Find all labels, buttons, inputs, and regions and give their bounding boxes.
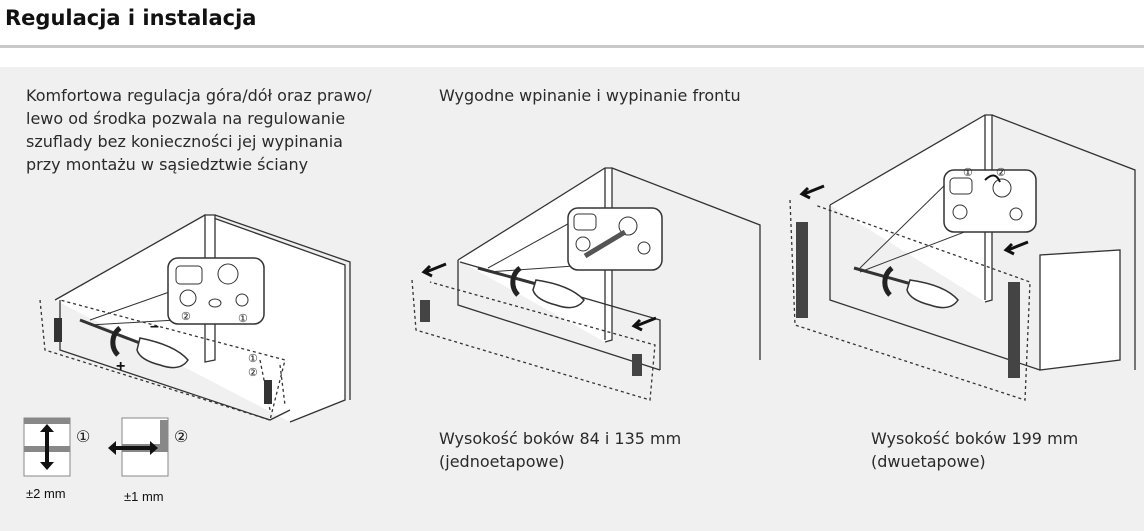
two-stage-clip-right (1008, 282, 1020, 378)
adjust-1-value: ±2 mm (26, 486, 66, 501)
section-header: Regulacja i instalacja (0, 0, 1144, 48)
adjust-1-number: ① (76, 429, 91, 446)
plus-sign: + (116, 358, 126, 375)
section-title: Regulacja i instalacja (5, 6, 257, 30)
horizontal-adjust-icon (108, 417, 169, 477)
front-clip-left (420, 300, 430, 322)
screwdriver-icon-3 (853, 266, 959, 309)
caption-adjustment: Komfortowa regulacja góra/dół oraz prawo… (26, 86, 372, 174)
minus-sign: – (150, 318, 159, 335)
side-number-1: ① (248, 353, 258, 365)
arrow-left-icon-2 (631, 316, 657, 332)
zoom-callout-3 (943, 169, 1037, 233)
adjust-2-value: ±1 mm (124, 489, 164, 504)
two-stage-clip-left (796, 222, 808, 318)
zoom-callout (167, 257, 265, 325)
vertical-adjust-icon (23, 417, 71, 477)
callout-number-1: ① (238, 313, 248, 325)
adjust-2-number: ② (174, 429, 189, 446)
callout3-number-1: ① (963, 167, 973, 179)
screwdriver-icon-2 (477, 266, 585, 309)
callout-number-2: ② (181, 311, 191, 323)
callout3-number-2: ② (996, 167, 1006, 179)
side-number-2: ② (248, 367, 258, 379)
runner-clip-left (54, 318, 62, 342)
runner-clip-right (264, 380, 272, 404)
caption-front-clip: Wygodne wpinanie i wypinanie frontu (439, 86, 741, 105)
arrow-left-icon-3 (799, 184, 825, 200)
arrow-left-icon-4 (1003, 240, 1029, 256)
front-clip-right (632, 354, 642, 376)
screwdriver-icon (79, 318, 189, 369)
arrow-left-icon (421, 262, 447, 278)
sides-note-two-stage: Wysokość boków 199 mm (dwuetapowe) (871, 429, 1079, 471)
sides-note-single-stage: Wysokość boków 84 i 135 mm (jednoetapowe… (439, 429, 682, 471)
